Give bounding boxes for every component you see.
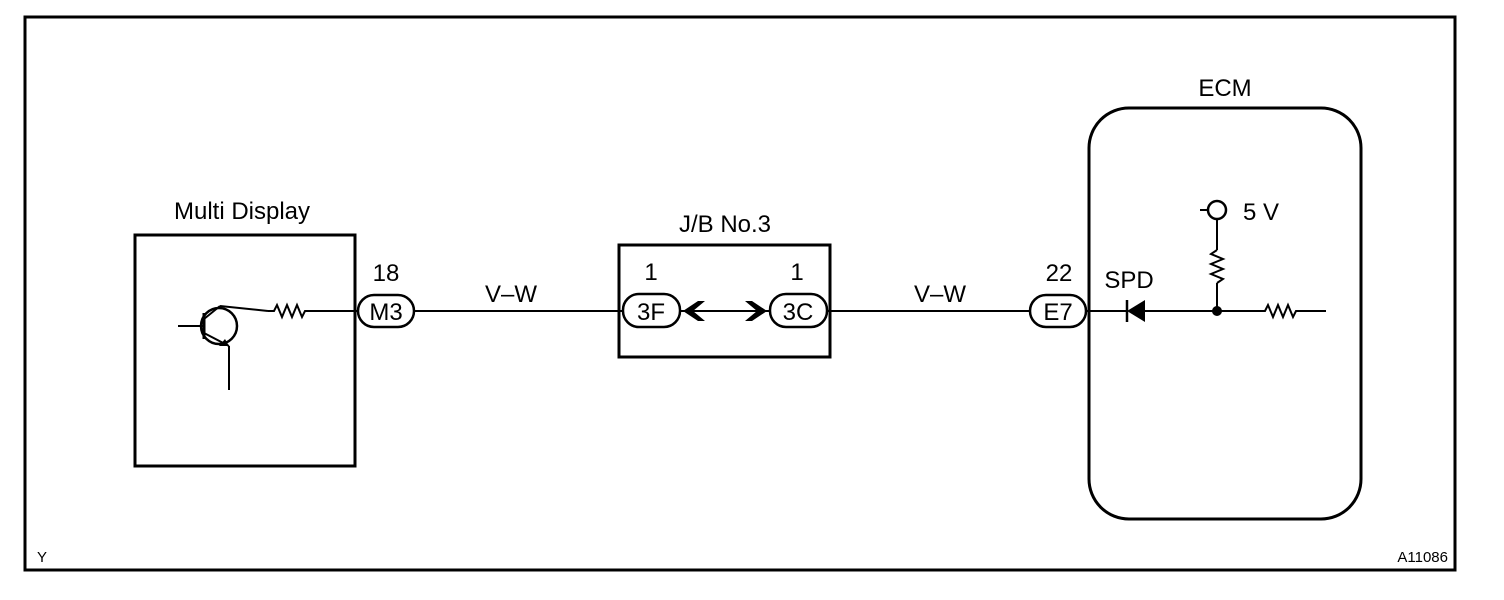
ecm-box (1087, 106, 1363, 521)
connector-e7-label: E7 (1043, 299, 1072, 326)
junction-block-box (617, 243, 832, 359)
m3-pin-number: 18 (373, 260, 400, 287)
footer-left-label: Y (37, 549, 47, 566)
connector-3f-label: 3F (637, 299, 665, 326)
transistor-icon (178, 305, 269, 390)
chevron-left-icon (683, 301, 705, 321)
ecm-label: ECM (1198, 75, 1251, 102)
supply-terminal-icon (1200, 199, 1228, 221)
connector-3c-label: 3C (783, 299, 814, 326)
multi-display-resistor-icon (268, 302, 340, 320)
junction-block-label: J/B No.3 (679, 211, 771, 238)
multi-display-label: Multi Display (174, 198, 310, 225)
spd-terminal-label: SPD (1104, 267, 1153, 294)
supply-voltage-label: 5 V (1243, 199, 1279, 226)
diagram-frame (23, 15, 1457, 572)
connector-m3-label: M3 (369, 299, 402, 326)
jb-3f-pin-number: 1 (644, 259, 657, 286)
footer-figure-id: A11086 (1397, 549, 1448, 566)
chevron-right-icon (745, 301, 767, 321)
e7-pin-number: 22 (1046, 260, 1073, 287)
pullup-resistor-icon (1208, 219, 1226, 311)
wire-left-color-label: V–W (485, 281, 537, 308)
wire-right-color-label: V–W (914, 281, 966, 308)
multi-display-box (133, 233, 357, 468)
diode-icon (1086, 300, 1217, 322)
jb-3c-pin-number: 1 (790, 259, 803, 286)
ecm-resistor-icon (1217, 302, 1326, 320)
